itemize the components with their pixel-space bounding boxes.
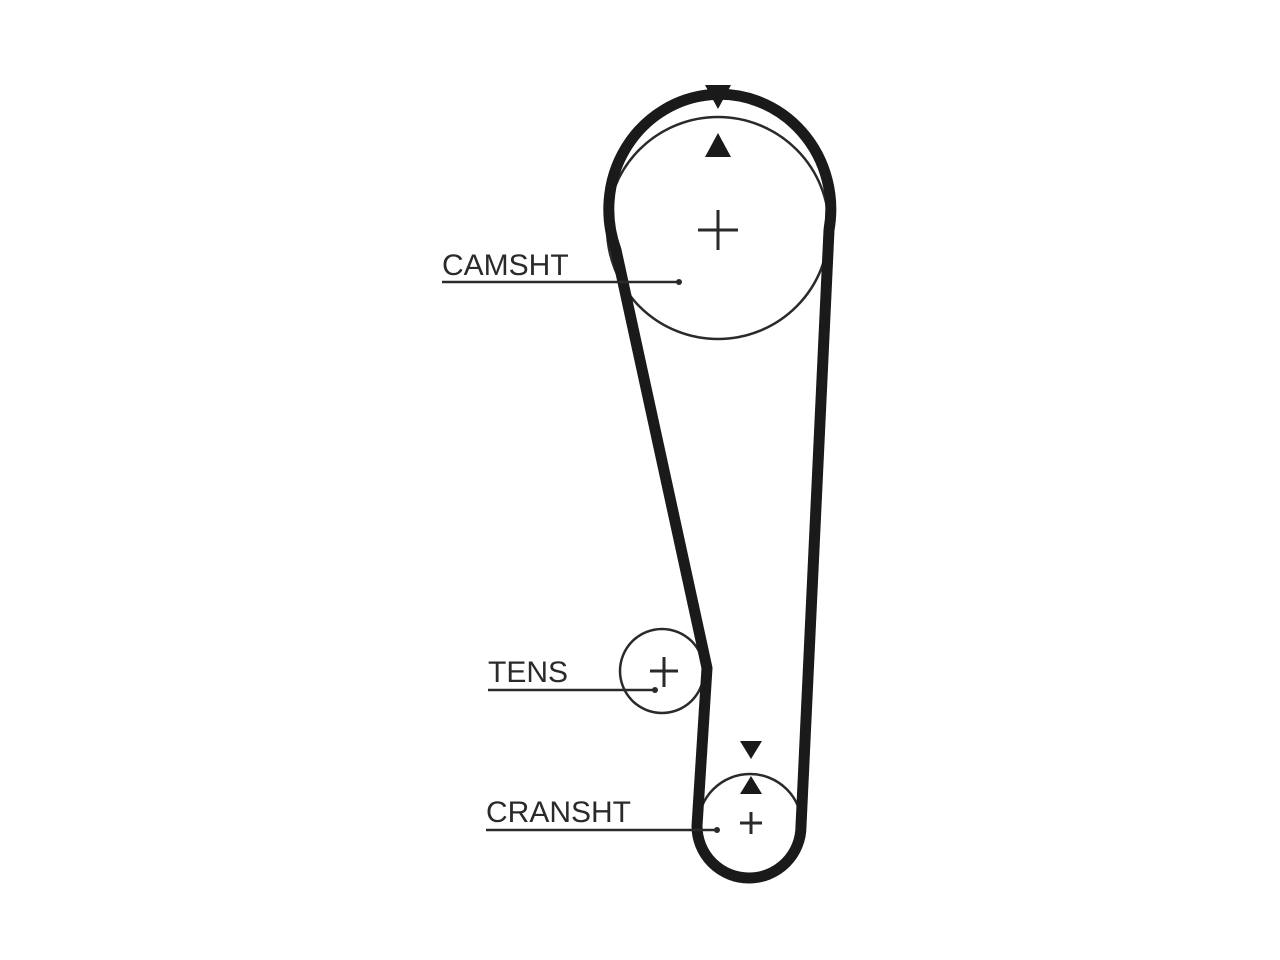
crankshaft-timing-mark xyxy=(740,741,762,794)
crankshaft-timing-arrow-up xyxy=(740,776,762,794)
timing-belt xyxy=(603,88,837,884)
tensioner-label: TENS xyxy=(488,656,568,689)
crankshaft-callout: CRANSHT xyxy=(486,796,720,833)
camshaft-timing-arrow-down xyxy=(705,85,731,109)
tensioner-pulley xyxy=(618,627,706,715)
crankshaft-label: CRANSHT xyxy=(486,796,631,829)
camshaft-timing-arrow-up xyxy=(705,133,731,157)
camshaft-leader-dot xyxy=(676,279,682,285)
camshaft-label: CAMSHT xyxy=(442,249,569,282)
camshaft-timing-mark xyxy=(705,85,731,157)
crankshaft-timing-arrow-down xyxy=(740,741,762,759)
tensioner-leader-dot xyxy=(652,687,658,693)
tensioner-callout: TENS xyxy=(488,656,658,693)
camshaft-callout: CAMSHT xyxy=(442,249,682,285)
crankshaft-leader-dot xyxy=(714,827,720,833)
